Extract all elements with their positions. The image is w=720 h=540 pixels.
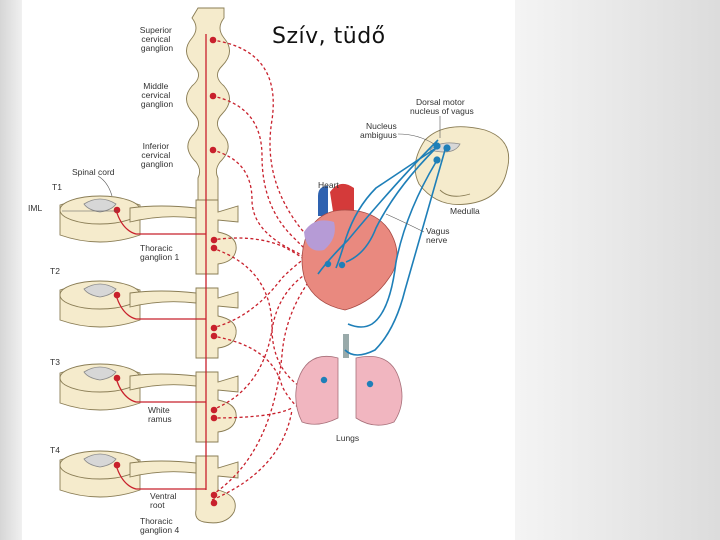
label-t2: T2 bbox=[50, 266, 60, 276]
label-white-ramus: White ramus bbox=[148, 405, 172, 424]
preganglionic-fibers bbox=[115, 34, 207, 490]
spinal-segment-t2 bbox=[59, 280, 197, 328]
spinal-segment-t1 bbox=[59, 195, 197, 243]
label-medulla: Medulla bbox=[450, 206, 480, 216]
leader-lines bbox=[62, 116, 441, 233]
labels: Superior cervical ganglion Middle cervic… bbox=[28, 25, 480, 535]
label-iml: IML bbox=[28, 203, 42, 213]
label-dorsal-motor: Dorsal motor nucleus of vagus bbox=[410, 97, 474, 116]
lungs bbox=[295, 334, 403, 426]
spinal-segment-t3 bbox=[59, 363, 197, 411]
slide-title: Szív, tüdő bbox=[272, 24, 386, 49]
sympathetic-chain bbox=[186, 7, 239, 524]
medulla bbox=[414, 126, 510, 206]
heart bbox=[301, 183, 398, 311]
label-superior-ganglion: Superior cervical ganglion bbox=[140, 25, 175, 53]
label-ventral-root: Ventral root bbox=[150, 491, 179, 510]
label-vagus-nerve: Vagus nerve bbox=[426, 226, 452, 245]
label-middle-ganglion: Middle cervical ganglion bbox=[141, 81, 173, 109]
label-thoracic-ganglion-4: Thoracic ganglion 4 bbox=[140, 516, 180, 535]
label-heart: Heart bbox=[318, 180, 339, 190]
background-left-strip bbox=[0, 0, 22, 540]
label-thoracic-ganglion-1: Thoracic ganglion 1 bbox=[140, 243, 180, 262]
label-t4: T4 bbox=[50, 445, 60, 455]
vagal-neurons bbox=[320, 142, 451, 388]
label-lungs: Lungs bbox=[336, 433, 359, 443]
slide-canvas bbox=[22, 0, 515, 540]
vagus-fibers bbox=[317, 139, 446, 356]
label-spinal-cord: Spinal cord bbox=[72, 167, 115, 177]
background-right-panel bbox=[515, 0, 720, 540]
ganglion-neurons bbox=[113, 36, 218, 507]
label-inferior-ganglion: Inferior cervical ganglion bbox=[141, 141, 173, 169]
label-t3: T3 bbox=[50, 357, 60, 367]
label-t1: T1 bbox=[52, 182, 62, 192]
label-nucleus-ambiguus: Nucleus ambiguus bbox=[360, 121, 399, 140]
